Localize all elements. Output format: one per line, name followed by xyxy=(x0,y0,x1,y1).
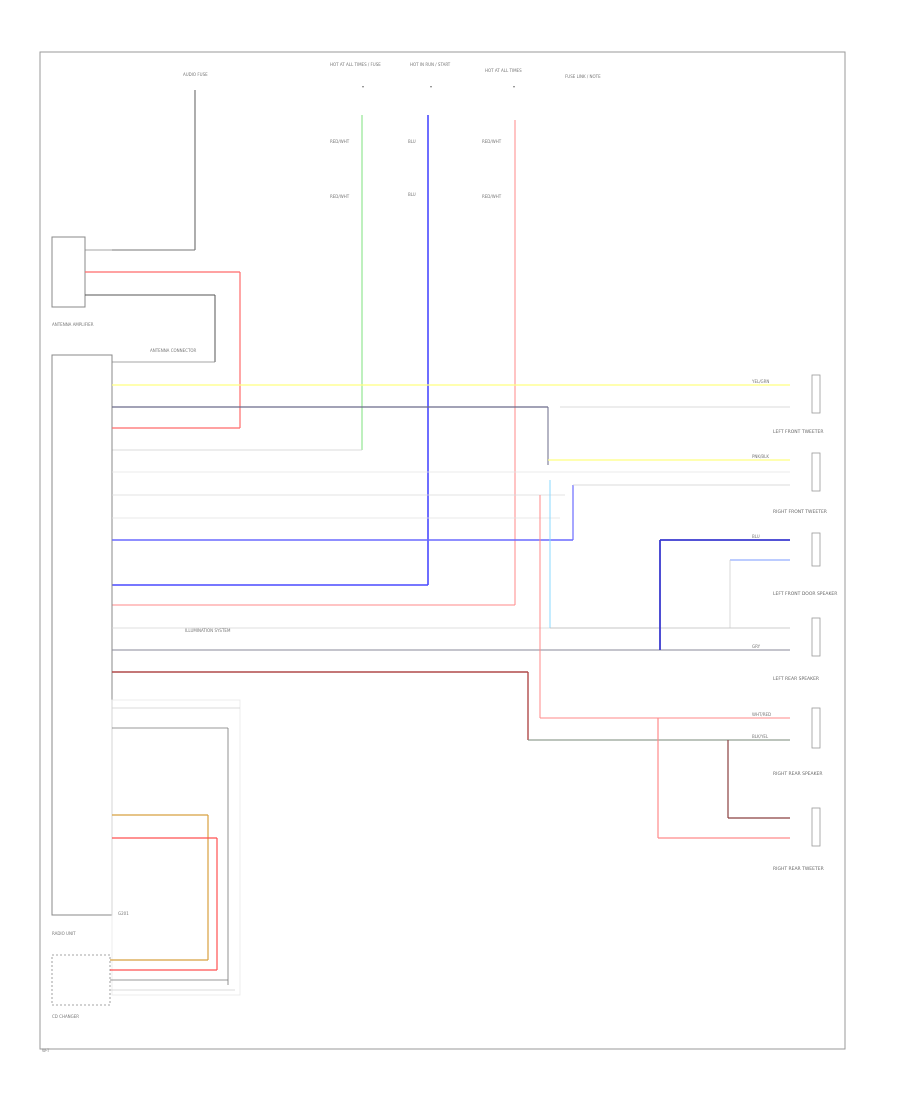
footer-code: W-T xyxy=(42,1048,50,1053)
antenna-amplifier-label: ANTENNA AMPLIFIER xyxy=(52,322,94,327)
radio-unit-label: RADIO UNIT xyxy=(52,931,76,936)
left-rear-speaker xyxy=(811,617,821,657)
audio-fuse-label: AUDIO FUSE xyxy=(183,72,208,77)
right-front-tweeter xyxy=(811,452,821,492)
svg-text:WHT/RED: WHT/RED xyxy=(752,712,771,717)
svg-text:▾: ▾ xyxy=(513,84,515,89)
note-label: FUSE LINK / NOTE xyxy=(565,74,601,79)
svg-text:RIGHT FRONT TWEETER: RIGHT FRONT TWEETER xyxy=(773,509,827,515)
cd-changer-label: CD CHANGER xyxy=(52,1014,79,1019)
left-front-tweeter xyxy=(811,374,821,414)
svg-text:LEFT FRONT DOOR SPEAKER: LEFT FRONT DOOR SPEAKER xyxy=(773,591,837,597)
svg-text:▾: ▾ xyxy=(362,84,364,89)
svg-text:RIGHT REAR TWEETER: RIGHT REAR TWEETER xyxy=(773,866,824,872)
svg-text:RED/WHT: RED/WHT xyxy=(482,194,502,199)
svg-text:▾: ▾ xyxy=(430,84,432,89)
svg-text:PNK/BLK: PNK/BLK xyxy=(752,454,769,459)
svg-text:RED/WHT: RED/WHT xyxy=(482,139,502,144)
svg-text:RED/WHT: RED/WHT xyxy=(330,194,350,199)
diagram-frame xyxy=(39,51,846,1050)
fuse-2-label: HOT IN RUN / START xyxy=(410,62,451,67)
svg-text:RIGHT REAR SPEAKER: RIGHT REAR SPEAKER xyxy=(773,771,823,777)
svg-text:RED/WHT: RED/WHT xyxy=(330,139,350,144)
ground-label: G201 xyxy=(118,911,129,916)
antenna-amplifier xyxy=(51,236,86,308)
illumination-label: ILLUMINATION SYSTEM xyxy=(185,628,231,633)
svg-text:LEFT FRONT TWEETER: LEFT FRONT TWEETER xyxy=(773,429,823,435)
svg-text:YEL/GRN: YEL/GRN xyxy=(751,379,769,384)
left-front-speaker xyxy=(811,532,821,567)
radio-unit xyxy=(51,354,113,916)
svg-text:BLU: BLU xyxy=(752,534,760,539)
svg-text:BLU: BLU xyxy=(408,139,416,144)
svg-text:BLU: BLU xyxy=(408,192,416,197)
right-rear-speaker xyxy=(811,707,821,749)
svg-text:LEFT REAR SPEAKER: LEFT REAR SPEAKER xyxy=(773,676,819,682)
fuse-3-label: HOT AT ALL TIMES xyxy=(485,68,522,73)
svg-text:GRY: GRY xyxy=(752,644,761,649)
fuse-1-label: HOT AT ALL TIMES / FUSE xyxy=(330,62,381,67)
svg-text:BLK/YEL: BLK/YEL xyxy=(752,734,769,739)
right-rear-tweeter xyxy=(811,807,821,847)
cd-changer xyxy=(51,954,111,1006)
radio-conn-label: ANTENNA CONNECTOR xyxy=(150,348,197,353)
